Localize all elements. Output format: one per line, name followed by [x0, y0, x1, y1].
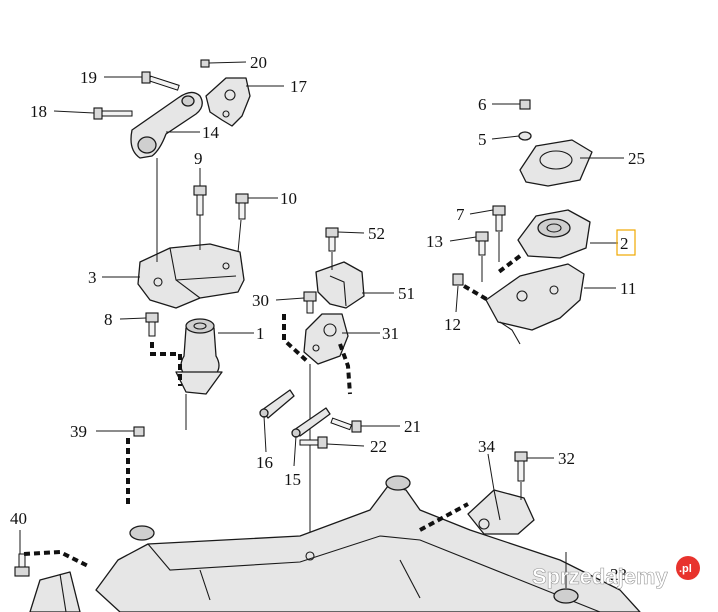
callout-20: 20 [250, 53, 267, 72]
callout-3: 3 [88, 268, 97, 287]
bolt-30 [303, 291, 317, 314]
bolt-18 [93, 107, 133, 120]
bracket-11 [485, 263, 585, 331]
callout-15: 15 [284, 470, 301, 489]
bolt-8 [145, 312, 159, 337]
callout-13: 13 [426, 232, 443, 251]
callout-9: 9 [194, 149, 203, 168]
right-mount-group [452, 99, 593, 345]
callout-21: 21 [404, 417, 421, 436]
torque-rod-group [93, 59, 251, 159]
subframe-group [14, 426, 641, 612]
mount-bracket-3 [137, 243, 245, 309]
callout-8: 8 [104, 310, 113, 329]
callout-19: 19 [80, 68, 97, 87]
bolt-52 [325, 227, 339, 252]
subframe [95, 485, 641, 612]
callout-17: 17 [290, 77, 308, 96]
bolt-40 [14, 553, 30, 577]
callout-31: 31 [382, 324, 399, 343]
mount-31 [303, 313, 349, 365]
center-mount-group [259, 227, 365, 552]
callout-39: 39 [70, 422, 87, 441]
cover-51 [315, 261, 365, 309]
callout-34: 34 [478, 437, 496, 456]
callout-51: 51 [398, 284, 415, 303]
callout-25: 25 [628, 149, 645, 168]
torque-rod-eye [181, 95, 195, 107]
bolt-7 [492, 205, 506, 232]
watermark-badge-icon [676, 556, 700, 580]
nut-39 [133, 426, 145, 437]
nut-20 [200, 59, 210, 68]
bolt-13 [475, 231, 489, 256]
bracket-34 [467, 489, 535, 535]
watermark-text: Sprzedajemy [532, 564, 668, 589]
callout-2: 2 [620, 234, 629, 253]
bolt-10 [235, 193, 249, 220]
callout-18: 18 [30, 102, 47, 121]
callout-16: 16 [256, 453, 273, 472]
callout-40: 40 [10, 509, 27, 528]
callout-10: 10 [280, 189, 297, 208]
bolt-32 [514, 451, 528, 482]
nut-6 [519, 99, 531, 110]
callout-1: 1 [256, 324, 265, 343]
washer-5 [518, 131, 532, 141]
callout-6: 6 [478, 95, 487, 114]
torque-rod-bracket [205, 77, 251, 127]
bolt-9 [193, 185, 207, 216]
nut-12 [452, 273, 464, 286]
watermark: Sprzedajemy .pl [532, 556, 700, 589]
callout-32: 32 [558, 449, 575, 468]
callout-7: 7 [456, 205, 465, 224]
callout-12: 12 [444, 315, 461, 334]
callout-11: 11 [620, 279, 636, 298]
watermark-badge: .pl [679, 563, 692, 575]
bolt-19 [141, 71, 180, 91]
torque-rod-bushing [137, 136, 157, 154]
callout-30: 30 [252, 291, 269, 310]
callout-52: 52 [368, 224, 385, 243]
plate-25 [519, 139, 593, 187]
bolt-22 [299, 436, 328, 449]
bolt-21 [330, 417, 362, 433]
callout-leaders [19, 61, 624, 554]
left-mount-group [137, 158, 249, 430]
callout-5: 5 [478, 130, 487, 149]
callout-22: 22 [370, 437, 387, 456]
callout-2-highlight [616, 229, 636, 256]
callout-23: 23 [610, 565, 627, 584]
callout-14: 14 [202, 123, 220, 142]
callout-labels: 1 2 3 5 6 7 8 9 10 11 12 13 14 15 16 17 … [10, 53, 645, 584]
